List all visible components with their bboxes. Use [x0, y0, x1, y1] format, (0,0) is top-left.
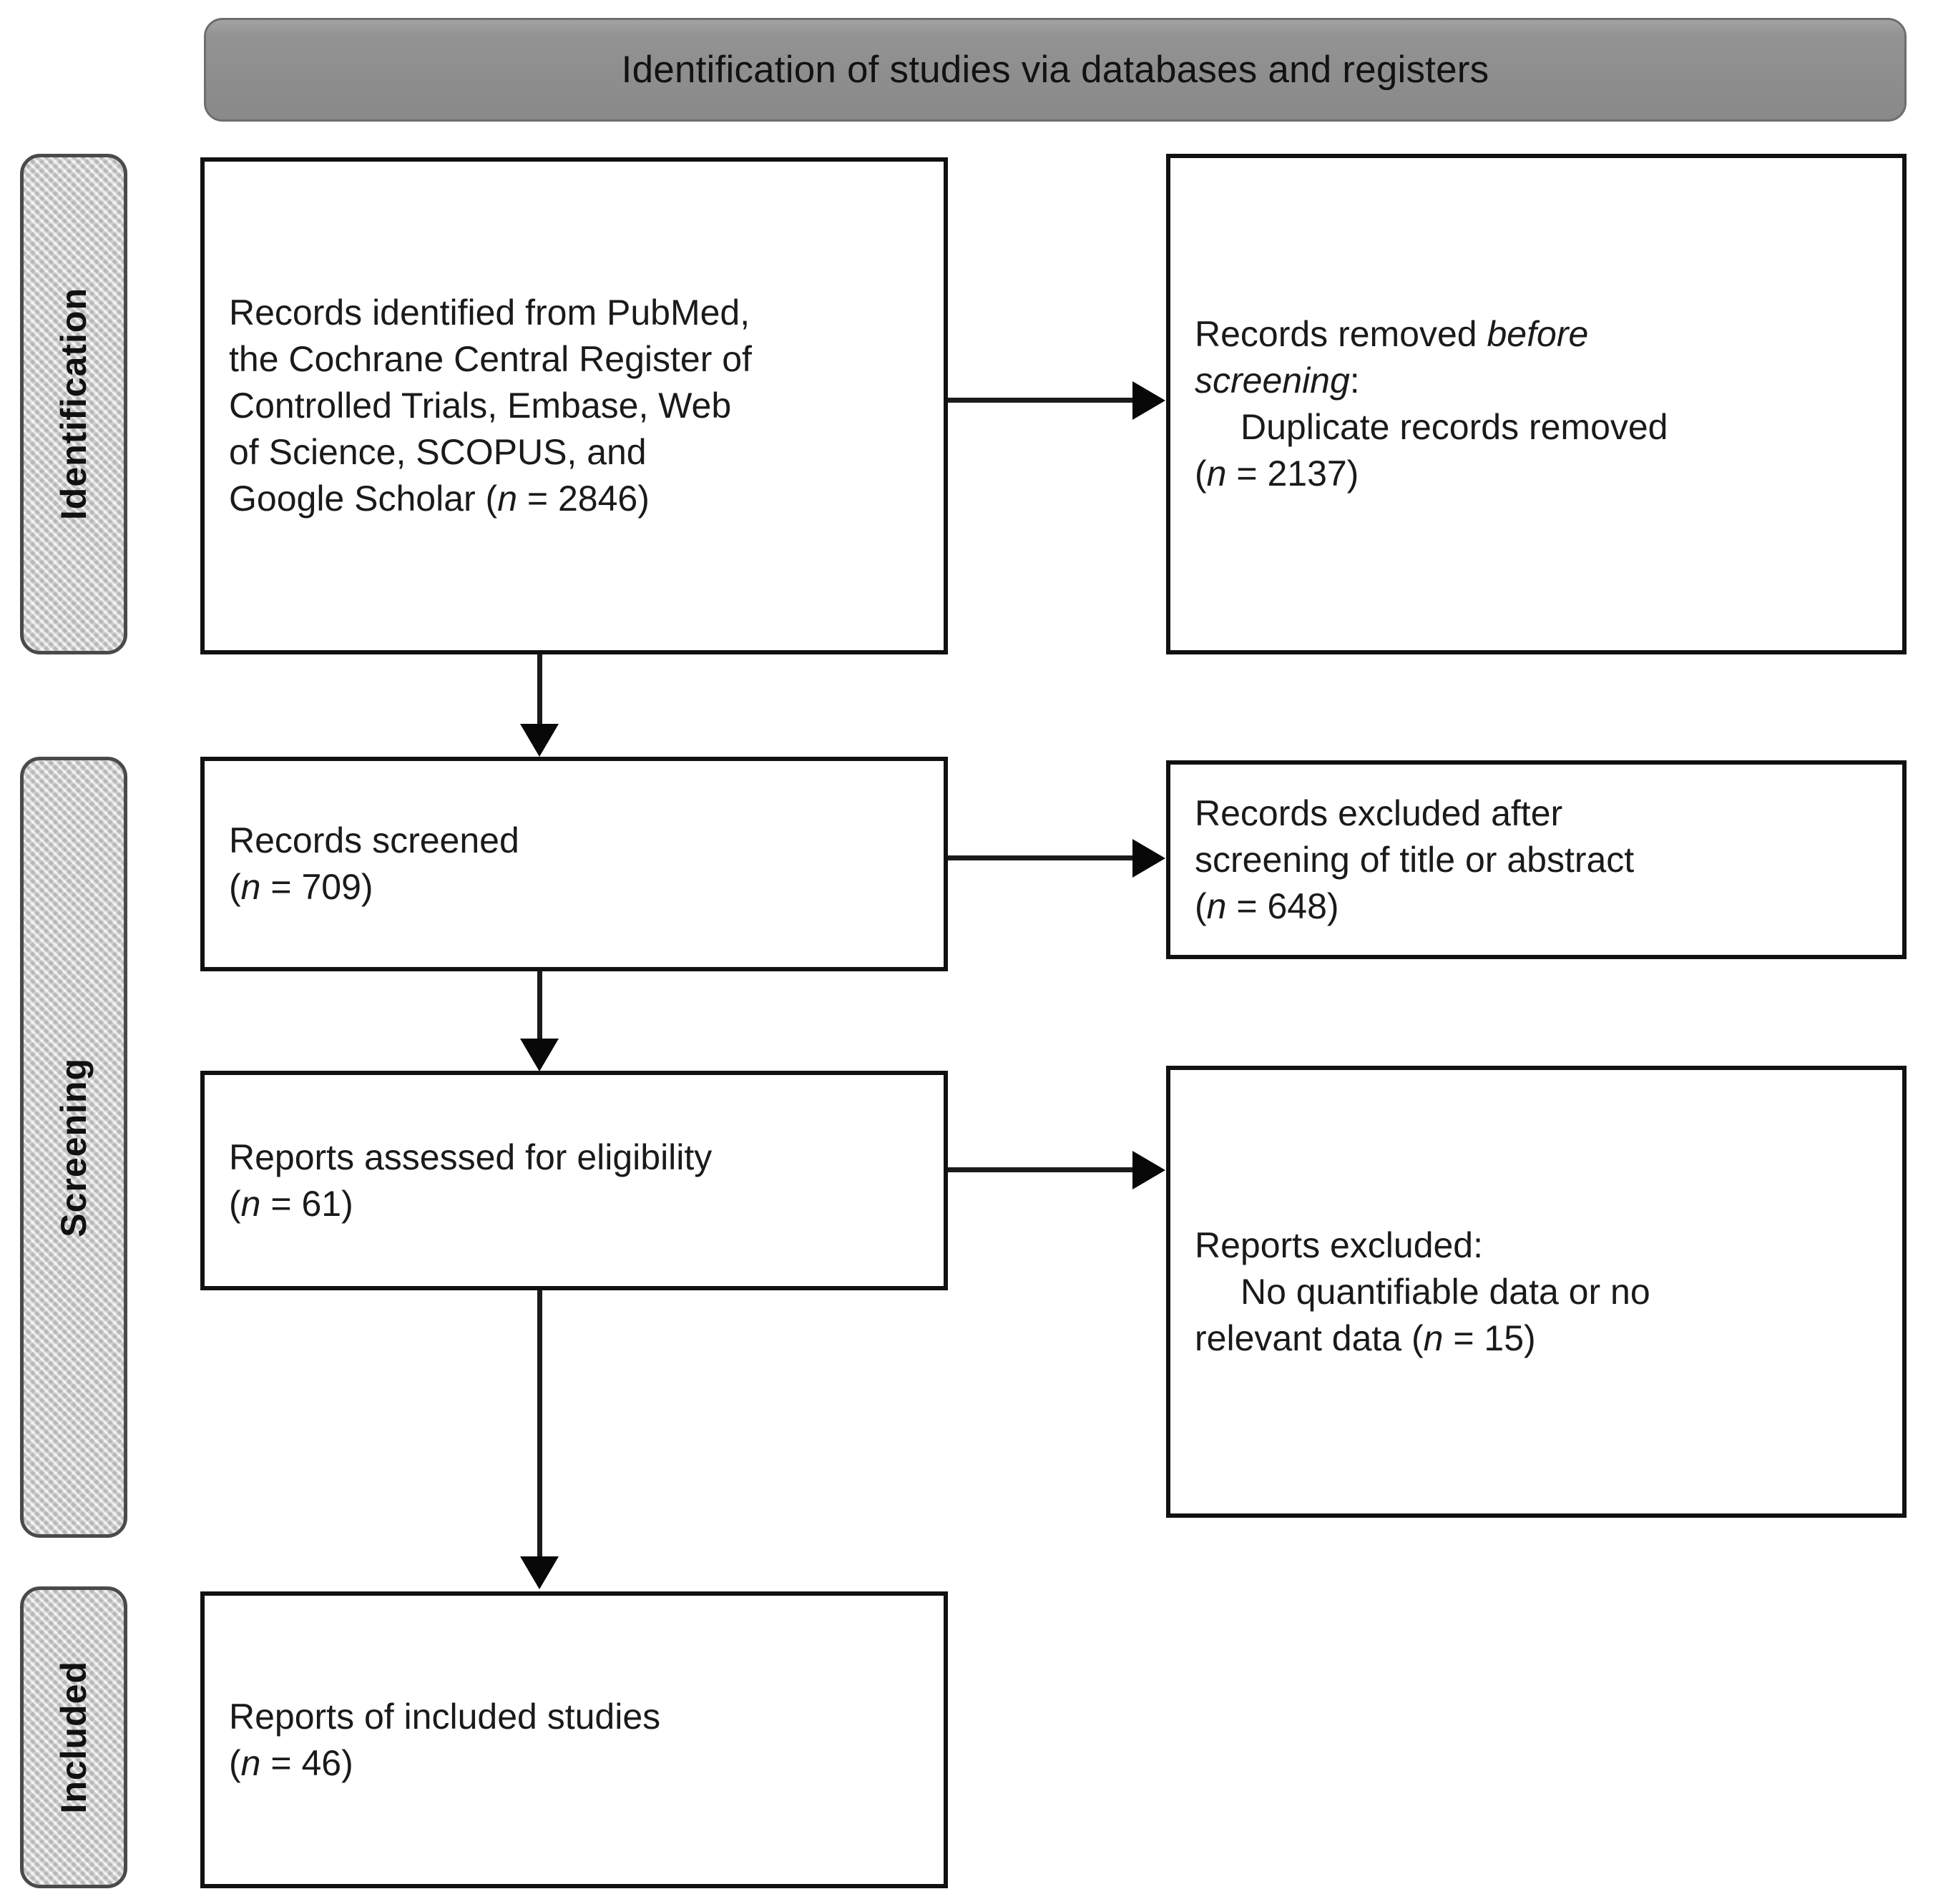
- box-records-identified: Records identified from PubMed, the Coch…: [200, 157, 948, 654]
- box-reports-assessed-text: Reports assessed for eligibility (n = 61…: [205, 1134, 944, 1227]
- records-identified-count-prefix: Google Scholar (: [229, 479, 498, 519]
- reports-included-count-value: = 46): [260, 1742, 353, 1783]
- connector-screened-to-excluded-line: [948, 855, 1132, 860]
- box-records-screened: Records screened (n = 709): [200, 757, 948, 971]
- records-excluded-count-value: = 648): [1226, 885, 1339, 926]
- records-excluded-count-prefix: (: [1195, 885, 1207, 926]
- records-screened-count-value: = 709): [260, 867, 373, 907]
- reports-included-count-prefix: (: [229, 1742, 241, 1783]
- connector-identified-to-removed-line: [948, 398, 1132, 403]
- box-reports-excluded: Reports excluded: No quantifiable data o…: [1166, 1066, 1907, 1518]
- stage-label-included: Included: [20, 1586, 127, 1888]
- records-screened-n-symbol: n: [240, 867, 261, 907]
- records-removed-count-prefix: (: [1195, 453, 1207, 494]
- box-records-screened-text: Records screened (n = 709): [205, 818, 944, 911]
- records-removed-line-1-prefix: Records removed: [1195, 314, 1487, 354]
- box-records-excluded-text: Records excluded after screening of titl…: [1170, 790, 1902, 930]
- connector-screened-to-excluded-arrowhead: [1132, 839, 1165, 878]
- records-removed-n-symbol: n: [1206, 453, 1227, 494]
- box-records-removed-text: Records removed before screening: Duplic…: [1170, 311, 1902, 497]
- box-reports-assessed: Reports assessed for eligibility (n = 61…: [200, 1071, 948, 1290]
- connector-identified-to-removed-arrowhead: [1132, 381, 1165, 420]
- stage-label-identification-text: Identification: [54, 288, 94, 521]
- connector-assessed-to-excluded-arrowhead: [1132, 1151, 1165, 1189]
- connector-assessed-to-included-line: [537, 1290, 542, 1559]
- reports-assessed-n-symbol: n: [240, 1183, 261, 1224]
- box-records-identified-text: Records identified from PubMed, the Coch…: [205, 290, 944, 522]
- records-removed-line-1-italic: before: [1487, 314, 1589, 354]
- records-excluded-line-2: screening of title or abstract: [1195, 839, 1635, 880]
- connector-screened-to-assessed-arrowhead: [520, 1039, 559, 1071]
- reports-excluded-line-1: Reports excluded:: [1195, 1225, 1484, 1265]
- records-identified-n-symbol: n: [497, 479, 518, 519]
- records-identified-count-value: = 2846): [517, 479, 650, 519]
- records-identified-line-4: of Science, SCOPUS, and: [229, 432, 647, 472]
- box-reports-included: Reports of included studies (n = 46): [200, 1591, 948, 1888]
- records-removed-line-3: Duplicate records removed: [1240, 407, 1668, 447]
- records-removed-line-2-italic: screening: [1195, 360, 1350, 401]
- records-removed-line-2-suffix: :: [1349, 360, 1360, 401]
- connector-identified-to-screened-line: [537, 654, 542, 726]
- records-removed-count-value: = 2137): [1226, 453, 1359, 494]
- reports-excluded-count-prefix: relevant data (: [1195, 1317, 1424, 1358]
- records-screened-line-1: Records screened: [229, 820, 519, 860]
- reports-excluded-count-value: = 15): [1443, 1317, 1536, 1358]
- connector-assessed-to-included-arrowhead: [520, 1556, 559, 1589]
- records-excluded-line-1: Records excluded after: [1195, 792, 1563, 833]
- reports-assessed-count-prefix: (: [229, 1183, 241, 1224]
- reports-included-line-1: Reports of included studies: [229, 1696, 661, 1737]
- reports-excluded-n-symbol: n: [1423, 1317, 1444, 1358]
- records-excluded-n-symbol: n: [1206, 885, 1227, 926]
- stage-label-screening-text: Screening: [54, 1057, 94, 1237]
- reports-excluded-line-2: No quantifiable data or no: [1240, 1271, 1650, 1312]
- reports-assessed-line-1: Reports assessed for eligibility: [229, 1137, 713, 1177]
- connector-screened-to-assessed-line: [537, 971, 542, 1041]
- box-records-excluded: Records excluded after screening of titl…: [1166, 760, 1907, 959]
- diagram-header-band: Identification of studies via databases …: [204, 18, 1907, 122]
- stage-label-identification: Identification: [20, 154, 127, 654]
- records-identified-line-2: the Cochrane Central Register of: [229, 339, 752, 379]
- connector-assessed-to-excluded-line: [948, 1167, 1132, 1172]
- box-reports-included-text: Reports of included studies (n = 46): [205, 1694, 944, 1787]
- records-screened-count-prefix: (: [229, 867, 241, 907]
- diagram-header-title: Identification of studies via databases …: [621, 49, 1489, 91]
- connector-identified-to-screened-arrowhead: [520, 724, 559, 757]
- reports-included-n-symbol: n: [240, 1742, 261, 1783]
- reports-assessed-count-value: = 61): [260, 1183, 353, 1224]
- box-records-removed-before-screening: Records removed before screening: Duplic…: [1166, 154, 1907, 654]
- records-identified-line-1: Records identified from PubMed,: [229, 293, 750, 333]
- box-reports-excluded-text: Reports excluded: No quantifiable data o…: [1170, 1222, 1902, 1362]
- stage-label-screening: Screening: [20, 757, 127, 1538]
- stage-label-included-text: Included: [54, 1661, 94, 1814]
- records-identified-line-3: Controlled Trials, Embase, Web: [229, 386, 732, 426]
